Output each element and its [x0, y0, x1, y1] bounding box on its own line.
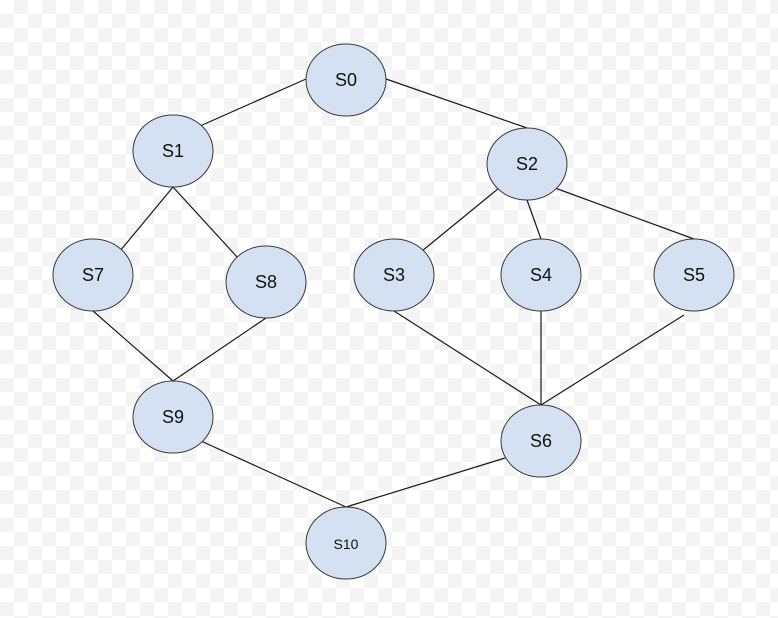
node-label: S8 [255, 272, 277, 292]
node-shape [225, 245, 307, 319]
node-s4: S4 [500, 238, 582, 312]
node-s10: S10 [305, 506, 387, 580]
node-shape [500, 404, 582, 478]
node-label: S3 [383, 265, 405, 285]
edge-s0-s1 [199, 78, 307, 127]
node-s8: S8 [225, 245, 307, 319]
edge-s1-s8 [172, 186, 239, 259]
node-label: S2 [516, 154, 538, 174]
node-label: S6 [530, 431, 552, 451]
node-s5: S5 [653, 238, 735, 312]
node-label: S7 [82, 265, 104, 285]
node-s2: S2 [486, 127, 568, 201]
node-s1: S1 [132, 114, 214, 188]
node-shape [52, 238, 134, 312]
edge-s2-s4 [526, 199, 542, 240]
node-s3: S3 [353, 238, 435, 312]
edge-s2-s5 [554, 187, 695, 240]
node-shape [305, 506, 387, 580]
node-shape [653, 238, 735, 312]
node-s7: S7 [52, 238, 134, 312]
node-label: S10 [334, 536, 359, 552]
node-label: S5 [683, 265, 705, 285]
node-label: S0 [335, 70, 357, 90]
node-shape [132, 114, 214, 188]
node-shape [500, 238, 582, 312]
node-label: S1 [162, 141, 184, 161]
edge-s8-s9 [172, 317, 267, 382]
node-label: S4 [530, 265, 552, 285]
node-s9: S9 [132, 380, 214, 454]
node-label: S9 [162, 407, 184, 427]
node-shape [305, 43, 387, 117]
edge-s9-s10 [200, 440, 347, 508]
edge-s3-s6 [393, 310, 542, 406]
edge-s1-s7 [119, 186, 174, 252]
node-s0: S0 [305, 43, 387, 117]
node-shape [486, 127, 568, 201]
edge-s5-s6 [540, 314, 685, 406]
node-shape [353, 238, 435, 312]
edges-layer [92, 78, 695, 508]
edge-s0-s2 [385, 78, 528, 129]
edge-s7-s9 [92, 310, 174, 382]
edge-s6-s10 [345, 457, 506, 508]
edge-s2-s3 [421, 187, 500, 252]
node-s6: S6 [500, 404, 582, 478]
node-shape [132, 380, 214, 454]
